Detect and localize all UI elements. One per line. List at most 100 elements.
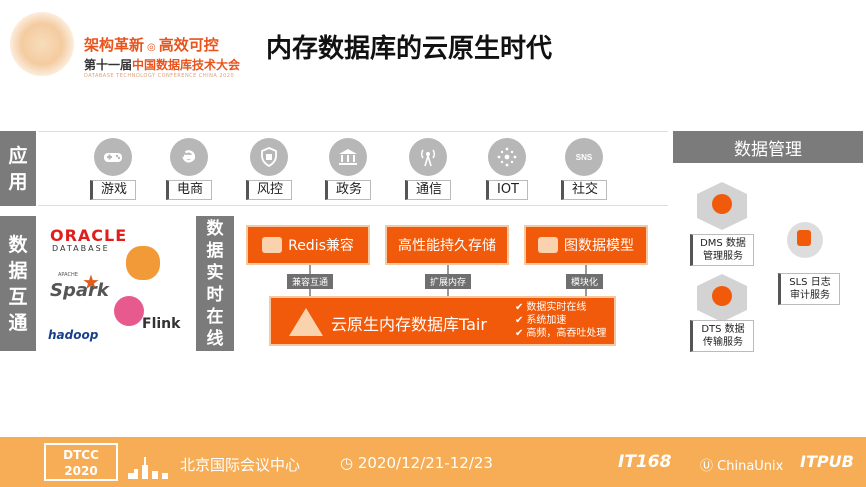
box-label: 高性能持久存储: [398, 238, 496, 254]
conference-logo: 架构革新◎高效可控 第十一届中国数据库技术大会 DATABASE TECHNOL…: [6, 8, 246, 88]
list-item: 高频，高吞吐处理: [515, 327, 606, 340]
app-social: SNS 社交: [549, 138, 619, 200]
pyramid-icon: [289, 308, 323, 336]
oracle-logo: ORACLE: [50, 226, 128, 245]
flink-squirrel-icon: [114, 296, 144, 326]
row-label-char: 应: [8, 144, 28, 167]
graph-box-icon: [538, 237, 558, 253]
list-item: 系统加速: [515, 314, 606, 327]
row-label-char: 用: [8, 170, 28, 193]
app-risk-control: 风控: [234, 138, 304, 200]
page-title: 内存数据库的云原生时代: [266, 34, 553, 64]
label-line: DTS 数据: [701, 324, 745, 335]
tair-label: 云原生内存数据库Tair: [331, 315, 487, 334]
row-label-char: 互: [8, 285, 28, 308]
app-label: IOT: [485, 180, 528, 200]
row-label-interop: 数 据 互 通: [0, 216, 36, 351]
app-label: 电商: [165, 180, 212, 200]
dtcc-year: 2020: [64, 464, 98, 478]
tair-feature-list: 数据实时在线 系统加速 高频，高吞吐处理: [515, 301, 606, 340]
connector-tag-compat: 兼容互通: [287, 274, 334, 289]
row-label-char: 数: [206, 218, 224, 239]
dtcc-logo: DTCC 2020: [44, 443, 118, 481]
label-line: DMS 数据: [700, 238, 746, 249]
itpub-logo: ITPUB: [800, 452, 854, 471]
lion-emblem-icon: [10, 12, 74, 76]
app-telecom: 通信: [393, 138, 463, 200]
dtcc-text: DTCC: [63, 448, 99, 462]
box-label: Redis兼容: [288, 238, 354, 254]
slogan-separator-icon: ◎: [147, 42, 156, 53]
app-iot: IOT: [472, 138, 542, 200]
beijing-skyline-icon: [128, 457, 168, 479]
sns-icon-text: SNS: [576, 153, 593, 162]
connector-tag-expand: 扩展内存: [425, 274, 472, 289]
conference-edition: 第十一届: [84, 58, 133, 72]
row-label-char: 据: [8, 259, 28, 282]
app-ecommerce: 电商: [154, 138, 224, 200]
spark-star-icon: ★: [82, 270, 100, 294]
row-label-char: 实: [206, 262, 224, 283]
conference-name: 第十一届中国数据库技术大会: [84, 56, 240, 73]
row-label-char: 时: [206, 284, 224, 305]
hive-logo-icon: [126, 246, 160, 280]
data-management-title: 数据管理: [673, 131, 863, 163]
row-label-char: 在: [206, 306, 224, 327]
list-item: 数据实时在线: [515, 301, 606, 314]
conference-title: 中国数据库技术大会: [132, 58, 241, 72]
app-label: 风控: [245, 180, 292, 200]
row-label-char: 通: [8, 311, 28, 334]
shield-icon: [250, 138, 288, 176]
persistent-storage-box: 高性能持久存储: [385, 225, 509, 265]
redis-compatible-box: Redis兼容: [246, 225, 370, 265]
gamepad-icon: [94, 138, 132, 176]
box-label: 图数据模型: [564, 238, 634, 254]
label-line: 审计服务: [790, 290, 830, 301]
dms-cube-icon: [697, 182, 747, 230]
app-government: 政务: [313, 138, 383, 200]
slogan-right: 高效可控: [158, 36, 219, 54]
slogan-left: 架构革新: [84, 36, 145, 54]
oracle-database-text: DATABASE: [52, 244, 110, 253]
row-label-realtime: 数 据 实 时 在 线: [196, 216, 234, 351]
conference-slogan: 架构革新◎高效可控: [84, 34, 219, 55]
row-label-char: 线: [206, 328, 224, 349]
government-icon: [329, 138, 367, 176]
application-row: 游戏 电商 风控 政务 通信 IOT SNS 社交: [38, 131, 668, 206]
row-label-char: 数: [8, 233, 28, 256]
conference-english-name: DATABASE TECHNOLOGY CONFERENCE CHINA 202…: [84, 73, 235, 79]
redis-icon: [262, 237, 283, 253]
app-label: 游戏: [89, 180, 136, 200]
ecommerce-icon: [170, 138, 208, 176]
graph-model-box: 图数据模型: [524, 225, 648, 265]
app-label: 通信: [404, 180, 451, 200]
row-label-apps: 应 用: [0, 131, 36, 206]
footer-bar: DTCC 2020 北京国际会议中心 ◷ 2020/12/21-12/23 IT…: [0, 437, 866, 487]
it168-logo: IT168: [618, 452, 672, 472]
clock-icon: ◷: [340, 454, 354, 472]
data-interop-logos: ORACLE DATABASE APACHE ★ Spark Flink had…: [38, 216, 188, 351]
chinaunix-logo: Ⓤ ChinaUnix: [700, 455, 783, 474]
row-label-char: 据: [206, 240, 224, 261]
sns-icon: SNS: [565, 138, 603, 176]
app-label: 政务: [324, 180, 371, 200]
dts-service-label: DTS 数据 传输服务: [690, 320, 754, 352]
label-line: 管理服务: [703, 251, 743, 262]
venue-location: 北京国际会议中心: [180, 456, 301, 474]
apache-text: APACHE: [58, 272, 78, 278]
app-label: 社交: [560, 180, 607, 200]
connector-tag-modular: 模块化: [566, 274, 604, 289]
chinaunix-text: ChinaUnix: [717, 459, 784, 474]
hadoop-logo: hadoop: [48, 328, 99, 342]
conference-date-text: 2020/12/21-12/23: [357, 454, 493, 472]
conference-date: ◷ 2020/12/21-12/23: [340, 454, 493, 472]
tair-database-box: 云原生内存数据库Tair 数据实时在线 系统加速 高频，高吞吐处理: [269, 296, 616, 346]
sls-log-icon: [787, 222, 823, 258]
dts-cube-icon: [697, 274, 747, 322]
flink-logo: Flink: [142, 316, 181, 332]
dms-service-label: DMS 数据 管理服务: [690, 234, 754, 266]
app-game: 游戏: [78, 138, 148, 200]
spark-logo: Spark: [50, 280, 109, 301]
iot-icon: [488, 138, 526, 176]
label-line: 传输服务: [703, 337, 743, 348]
